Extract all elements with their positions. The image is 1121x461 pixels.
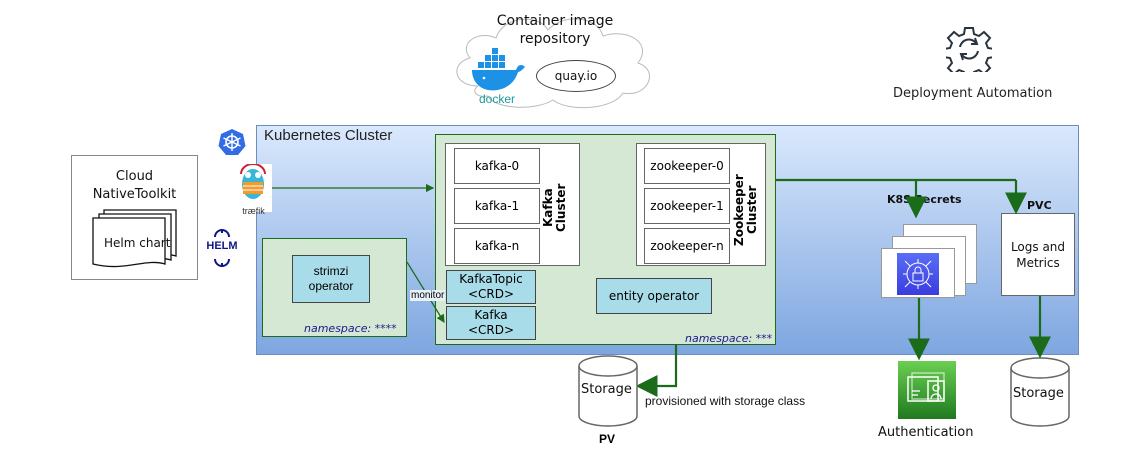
helm-icon: HELM: [205, 222, 239, 271]
quay-io-label: quay.io: [554, 69, 598, 83]
pv-storage-cylinder[interactable]: [577, 354, 639, 428]
logs-and-metrics-box[interactable]: Logs and Metrics: [1001, 213, 1075, 296]
gear-sync-icon: [946, 27, 992, 72]
strimzi-operator-line2: operator: [308, 279, 354, 293]
logs-storage-cylinder[interactable]: [1009, 356, 1071, 428]
strimzi-operator-line1: strimzi: [313, 264, 349, 278]
quay-io-node: quay.io: [536, 60, 616, 92]
pv-label: PV: [599, 432, 616, 446]
kafkatopic-crd[interactable]: KafkaTopic <CRD>: [446, 270, 536, 304]
repository-title-line2: repository: [519, 31, 591, 47]
authentication-icon[interactable]: [898, 361, 956, 419]
helm-chart-label: Helm chart: [104, 236, 171, 250]
kubernetes-cluster-title: Kubernetes Cluster: [264, 127, 393, 144]
kafka-crd-line2: <CRD>: [467, 323, 515, 337]
monitor-label: monitor: [410, 290, 446, 301]
logs-storage-label: Storage: [1013, 386, 1064, 401]
zookeeper-node-n[interactable]: zookeeper-n: [644, 228, 730, 264]
kubernetes-icon: [218, 129, 246, 155]
kafka-crd[interactable]: Kafka <CRD>: [446, 306, 536, 340]
kafkatopic-crd-line1: KafkaTopic: [459, 272, 523, 286]
logs-metrics-line2: Metrics: [1016, 255, 1060, 270]
toolkit-title-line2: NativeToolkit: [92, 187, 177, 202]
strimzi-namespace-label: namespace: ****: [304, 322, 397, 335]
kafka-namespace-label: namespace: ***: [685, 332, 773, 345]
kafka-to-pv-arrow: [635, 345, 678, 397]
docker-label: docker: [479, 92, 516, 106]
deployment-automation-label: Deployment Automation: [893, 86, 1053, 101]
kafka-broker-1[interactable]: kafka-1: [454, 188, 540, 224]
toolkit-title-line1: Cloud: [115, 169, 154, 184]
toolkit-title: Cloud NativeToolkit: [72, 168, 197, 204]
helm-chart-documents: [92, 209, 177, 268]
logs-metrics-line1: Logs and: [1010, 239, 1066, 254]
repository-title: Container image repository: [480, 12, 630, 48]
kafka-broker-0[interactable]: kafka-0: [454, 148, 540, 184]
zookeeper-node-0[interactable]: zookeeper-0: [644, 148, 730, 184]
zookeeper-node-1[interactable]: zookeeper-1: [644, 188, 730, 224]
pvc-label: PVC: [1027, 199, 1052, 212]
kafka-broker-n[interactable]: kafka-n: [454, 228, 540, 264]
pv-storage-label: Storage: [581, 382, 632, 397]
helm-label: HELM: [206, 240, 238, 252]
traefik-label: træfik: [242, 206, 265, 216]
strimzi-operator[interactable]: strimzi operator: [292, 255, 370, 303]
traefik-icon: træfik: [235, 163, 272, 216]
repository-title-line1: Container image: [496, 13, 614, 29]
entity-operator[interactable]: entity operator: [596, 278, 712, 314]
kafkatopic-crd-line2: <CRD>: [467, 287, 515, 301]
secrets-manager-lock-icon: [897, 253, 939, 295]
kafka-crd-line1: Kafka: [474, 308, 508, 322]
docker-whale-icon: [472, 48, 525, 91]
provision-note: provisioned with storage class: [645, 394, 806, 408]
authentication-label: Authentication: [878, 425, 974, 440]
